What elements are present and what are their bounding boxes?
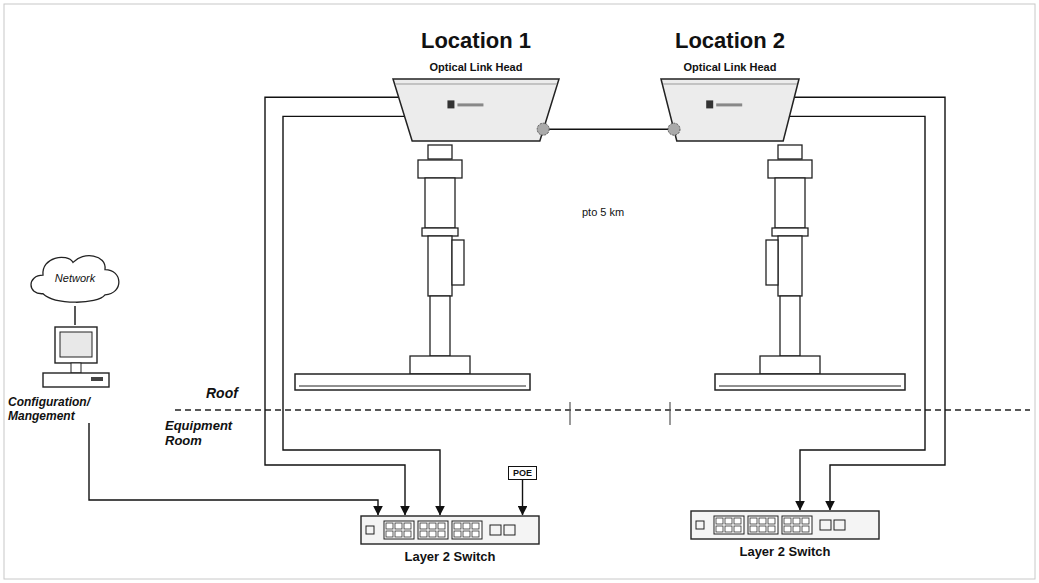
- node-label: Layer 2 Switch: [690, 540, 880, 559]
- base-plate-edge: [719, 386, 901, 387]
- node-label: POE: [513, 468, 532, 478]
- cable-connector: [795, 97, 945, 510]
- zone-label: Equipment Room: [165, 418, 245, 448]
- management-computer: Configuration/ Mangement: [8, 325, 143, 423]
- optical-link-head: Optical Link Head: [392, 60, 560, 142]
- node-label: Layer 2 Switch: [360, 545, 540, 564]
- layer2-switch: Layer 2 Switch: [360, 515, 540, 564]
- optical-link: [544, 128, 674, 129]
- base-plate: [295, 374, 530, 390]
- cable-connector: [522, 480, 523, 515]
- node-label: Optical Link Head: [660, 60, 800, 78]
- switch-body: [690, 510, 880, 540]
- zone-label: Roof: [206, 385, 238, 401]
- location-title: Location 2: [675, 28, 785, 54]
- cable-connector: [283, 116, 440, 515]
- cable-connector: [790, 116, 925, 510]
- poe-box: POE: [508, 466, 537, 480]
- cable-connector: [89, 423, 378, 515]
- switch-body: [360, 515, 540, 545]
- layer2-switch: Layer 2 Switch: [690, 510, 880, 559]
- node-label: Network: [55, 272, 95, 284]
- node-label: Optical Link Head: [392, 60, 560, 78]
- optical-link-head: Optical Link Head: [660, 60, 800, 142]
- head-housing: [660, 78, 800, 142]
- tick-mark: [669, 402, 670, 425]
- base-plate-edge: [299, 386, 526, 387]
- frame: [4, 4, 1035, 579]
- computer-icon: [41, 325, 111, 391]
- mast: [760, 145, 820, 374]
- head-housing: [392, 78, 560, 142]
- cable-connector: [265, 97, 405, 515]
- mast: [410, 145, 470, 374]
- base-plate: [715, 374, 905, 390]
- node-label: Configuration/ Mangement: [8, 391, 143, 423]
- tick-mark: [569, 402, 570, 425]
- location-title: Location 1: [421, 28, 531, 54]
- network-cloud: Network: [25, 250, 125, 306]
- cable-connector: [74, 306, 75, 325]
- distance-note: pto 5 km: [582, 206, 624, 218]
- roof-line: [175, 409, 1030, 410]
